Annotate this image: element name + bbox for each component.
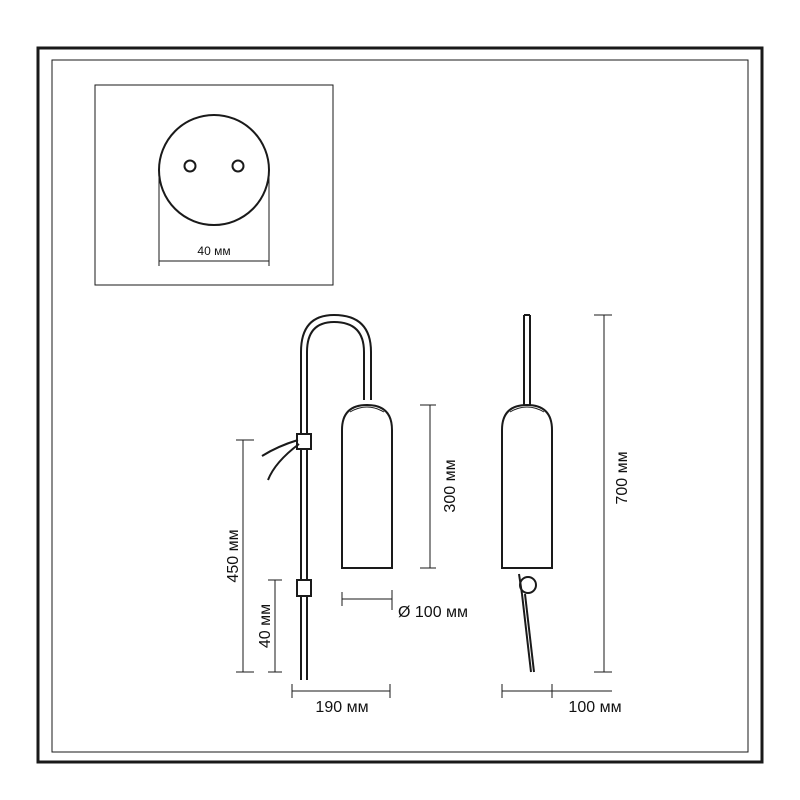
shade-diameter-label: Ø 100 мм xyxy=(398,604,468,621)
mounting-hole-left xyxy=(183,159,197,173)
base-width-label: 40 мм xyxy=(197,244,230,258)
base-plate-detail: 40 мм xyxy=(94,84,334,286)
lamp-shade-front xyxy=(341,403,393,569)
mounting-hole-right xyxy=(231,159,245,173)
shade-diameter-dimension: Ø 100 мм xyxy=(341,590,468,621)
total-height-label: 700 мм xyxy=(614,451,631,504)
side-width-label: 100 мм xyxy=(568,699,621,716)
outer-frame xyxy=(36,46,764,764)
wall-clamp-lower xyxy=(296,579,312,597)
depth-label: 190 мм xyxy=(315,699,368,716)
wall-clamp-upper xyxy=(296,433,312,450)
inner-frame xyxy=(51,59,749,753)
shade-height-dimension: 300 мм xyxy=(420,404,459,569)
depth-dimension: 190 мм xyxy=(291,684,391,716)
lamp-side-view xyxy=(501,314,553,673)
lamp-shade-side xyxy=(501,403,553,569)
bracket-offset-label: 40 мм xyxy=(257,604,274,648)
bracket-offset-dimension: 40 мм xyxy=(257,579,282,673)
wall-height-label: 450 мм xyxy=(225,529,242,582)
base-plate-circle xyxy=(158,114,270,226)
side-width-dimension: 100 мм xyxy=(501,684,622,716)
total-height-dimension: 700 мм xyxy=(594,314,631,673)
lamp-front-view xyxy=(261,313,393,680)
shade-height-label: 300 мм xyxy=(442,459,459,512)
wall-height-dimension: 450 мм xyxy=(225,439,254,673)
